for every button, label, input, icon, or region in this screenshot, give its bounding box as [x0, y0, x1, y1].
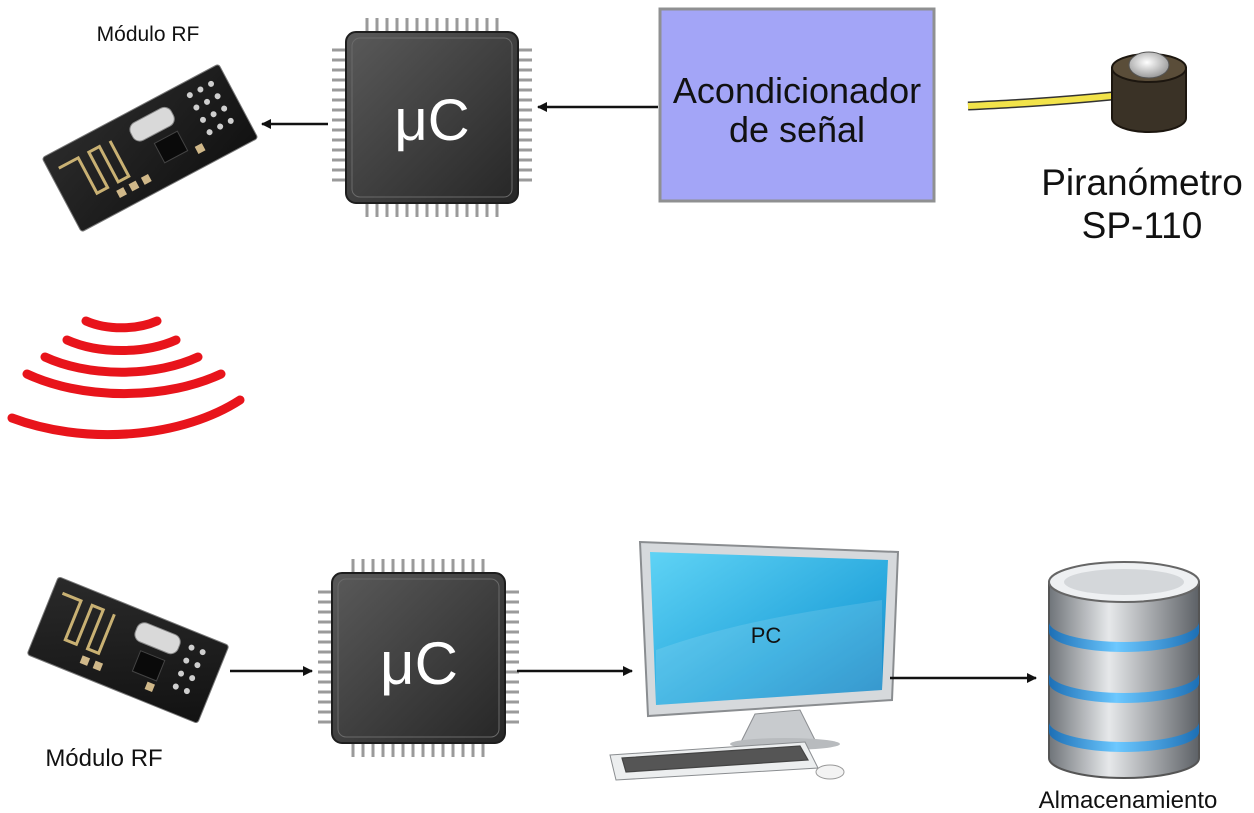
storage-label: Almacenamiento — [1039, 787, 1218, 813]
desktop-computer-icon — [609, 540, 900, 781]
chip-icon — [318, 559, 519, 757]
pc-label: PC — [751, 623, 782, 648]
wireless-waves-icon — [7, 316, 245, 440]
rf-module-label: Módulo RF — [97, 23, 200, 46]
sensor-label-line1: Piranómetro — [1041, 162, 1243, 203]
sensor-label-line2: SP-110 — [1082, 205, 1203, 246]
storage-database: Almacenamiento — [1039, 561, 1218, 813]
pyranometer-sensor: Piranómetro SP-110 — [967, 51, 1243, 246]
rf-module-top: Módulo RF — [42, 23, 258, 232]
database-icon — [1048, 561, 1200, 779]
pcb-board-icon — [42, 64, 258, 232]
conditioner-label-line2: de señal — [729, 109, 865, 150]
mcu-label: μC — [380, 630, 458, 697]
pcb-board-icon — [27, 576, 229, 724]
pc-computer: PC — [609, 540, 900, 781]
mcu-top: μC — [332, 18, 532, 217]
rf-module-label: Módulo RF — [45, 745, 162, 772]
mcu-label: μC — [394, 88, 469, 153]
signal-conditioner-block: Acondicionador de señal — [658, 7, 936, 203]
mcu-bottom: μC — [318, 559, 519, 757]
pyranometer-icon — [967, 51, 1187, 133]
chip-icon — [332, 18, 532, 217]
rf-module-bottom: Módulo RF — [27, 576, 229, 772]
conditioner-label-line1: Acondicionador — [673, 70, 921, 111]
